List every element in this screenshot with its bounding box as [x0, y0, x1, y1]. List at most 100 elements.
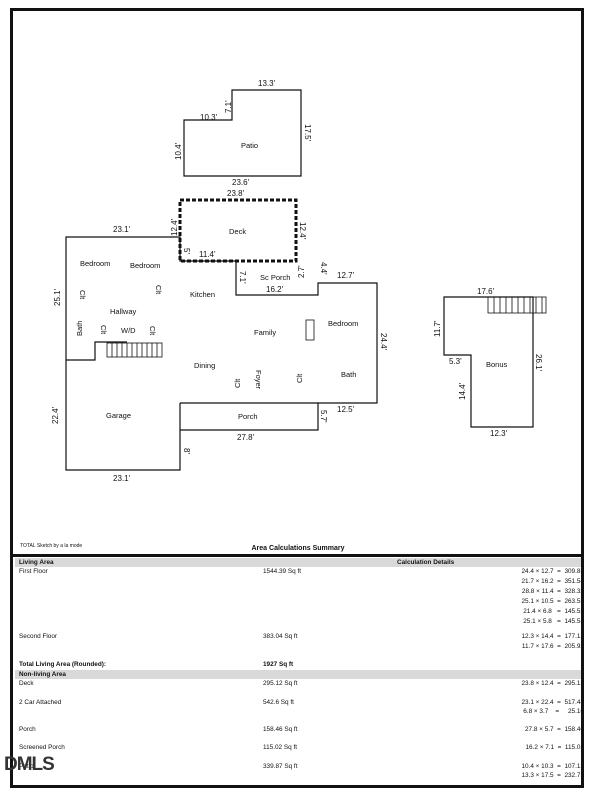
sc-porch-label: Sc Porch — [260, 273, 290, 282]
dim-label: 23.1' — [113, 225, 131, 234]
calc-line: 25.1 × 5.8 = 145.58 — [523, 618, 584, 625]
stairs-main — [106, 342, 163, 358]
row-name: First Floor — [19, 568, 48, 575]
calc-line: 6.8 × 3.7 = 25.16 — [523, 708, 584, 715]
room-label: Bedroom — [80, 259, 110, 268]
dim-label: 2.7' — [297, 265, 306, 278]
floor-plan-sketch: Patio 13.3' 7.1' 10.3' 10.4' 17.5' 23.6'… — [51, 79, 547, 483]
calc-line: 27.8 × 5.7 = 158.46 — [525, 726, 584, 733]
patio-outline — [183, 89, 302, 177]
calc-line: 10.4 × 10.3 = 107.12 — [521, 763, 584, 770]
calc-line: 23.8 × 12.4 = 295.12 — [521, 680, 584, 687]
dim-label: 23.8' — [227, 189, 245, 198]
dim-label: 22.4' — [51, 406, 60, 424]
dmls-logo: DMLS — [4, 754, 55, 775]
room-label: Hallway — [110, 307, 137, 316]
row-area: 295.12 Sq ft — [263, 680, 298, 687]
room-label: Clt — [78, 290, 87, 300]
dim-label: 16.2' — [266, 285, 284, 294]
table-row: Patio 339.87 Sq ft — [15, 763, 581, 773]
room-label: Bath — [341, 370, 356, 379]
dim-label: 7.1' — [224, 100, 233, 113]
dim-label: 24.4' — [379, 333, 388, 351]
room-label: Dining — [194, 361, 215, 370]
dim-label: 27.8' — [237, 433, 255, 442]
room-label: Clt — [233, 378, 242, 388]
dim-label: 12.3' — [490, 429, 508, 438]
calc-details-heading: Calculation Details — [397, 559, 455, 566]
table-row: First Floor 1544.39 Sq ft — [15, 568, 581, 578]
dim-label: 12.7' — [337, 271, 355, 280]
row-name: Second Floor — [19, 633, 58, 640]
dim-label: 4.4' — [319, 262, 328, 275]
dim-label: 5' — [182, 248, 191, 254]
calc-line: 21.4 × 6.8 = 145.52 — [523, 608, 584, 615]
calc-line: 12.3 × 14.4 = 177.12 — [521, 633, 584, 640]
room-label: Garage — [106, 411, 131, 420]
section-divider — [10, 554, 584, 557]
living-area-heading: Living Area — [19, 559, 54, 566]
room-label: Family — [254, 328, 276, 337]
area-calculations-summary: TOTAL Sketch by a la mode Area Calculati… — [12, 543, 584, 788]
row-name: Patio — [19, 763, 34, 770]
room-label: Foyer — [254, 370, 263, 390]
calc-line: 23.1 × 22.4 = 517.44 — [521, 699, 584, 706]
row-area: 158.46 Sq ft — [263, 726, 298, 733]
table-row: Porch 158.46 Sq ft — [15, 726, 581, 736]
dim-label: 12.4' — [170, 218, 179, 236]
dim-label: 17.6' — [477, 287, 495, 296]
dim-label: 12.4' — [298, 222, 307, 240]
bonus-label: Bonus — [486, 360, 508, 369]
calc-line: 13.3 × 17.5 = 232.75 — [521, 772, 584, 779]
room-label: Bath — [75, 321, 84, 336]
dim-label: 23.6' — [232, 178, 250, 187]
nonliving-heading: Non-living Area — [19, 671, 66, 678]
table-row: 2 Car Attached 542.6 Sq ft — [15, 699, 581, 709]
row-area: 1927 Sq ft — [263, 661, 294, 668]
dim-label: 25.1' — [53, 288, 62, 306]
floor-plan-sheet — [10, 8, 584, 788]
room-label: Porch — [238, 412, 258, 421]
room-label: Bedroom — [130, 261, 160, 270]
summary-title: Area Calculations Summary — [251, 545, 345, 552]
row-name: Screened Porch — [19, 744, 65, 751]
dim-label: 10.4' — [174, 142, 183, 160]
room-label: Clt — [154, 285, 163, 295]
row-name: Deck — [19, 680, 34, 687]
dim-label: 11.4' — [199, 250, 216, 259]
dim-label: 14.4' — [458, 382, 467, 400]
row-area: 542.6 Sq ft — [263, 699, 294, 706]
dim-label: 26.1' — [534, 354, 543, 372]
dim-label: 11.7' — [433, 320, 442, 337]
table-row: Screened Porch 115.02 Sq ft — [15, 744, 581, 754]
calc-line: 21.7 × 16.2 = 351.54 — [521, 578, 584, 585]
nonliving-area-header: Non-living Area — [15, 670, 581, 679]
main-house-outline — [65, 236, 378, 471]
room-label: Kitchen — [190, 290, 215, 299]
room-label: Bedroom — [328, 319, 358, 328]
room-label: Clt — [295, 373, 304, 383]
deck-label: Deck — [229, 227, 246, 236]
dim-label: 10.3' — [200, 113, 218, 122]
room-label: Clt — [99, 325, 108, 335]
dim-label: 13.3' — [258, 79, 276, 88]
dim-label: 23.1' — [113, 474, 131, 483]
calc-line: 11.7 × 17.6 = 205.92 — [521, 643, 584, 650]
row-name: 2 Car Attached — [19, 699, 62, 706]
calc-line: 24.4 × 12.7 = 309.88 — [521, 568, 584, 575]
software-credit: TOTAL Sketch by a la mode — [20, 543, 83, 549]
room-label: W/D — [121, 326, 136, 335]
dim-label: 17.5' — [303, 124, 312, 142]
calc-line: 28.8 × 11.4 = 328.32 — [521, 588, 584, 595]
patio-label: Patio — [241, 141, 258, 150]
row-area: 1544.39 Sq ft — [263, 568, 302, 575]
living-area-header: Living Area Calculation Details — [15, 558, 581, 567]
dim-label: 5.3' — [449, 357, 462, 366]
row-name: Porch — [19, 726, 36, 733]
table-row: Second Floor 383.04 Sq ft — [15, 633, 581, 643]
room-label: Clt — [148, 326, 157, 336]
dim-label: 7.1' — [238, 271, 247, 284]
calc-line: 25.1 × 10.5 = 263.55 — [521, 598, 584, 605]
deck-outline — [178, 198, 298, 263]
total-row: Total Living Area (Rounded): 1927 Sq ft — [15, 661, 581, 671]
